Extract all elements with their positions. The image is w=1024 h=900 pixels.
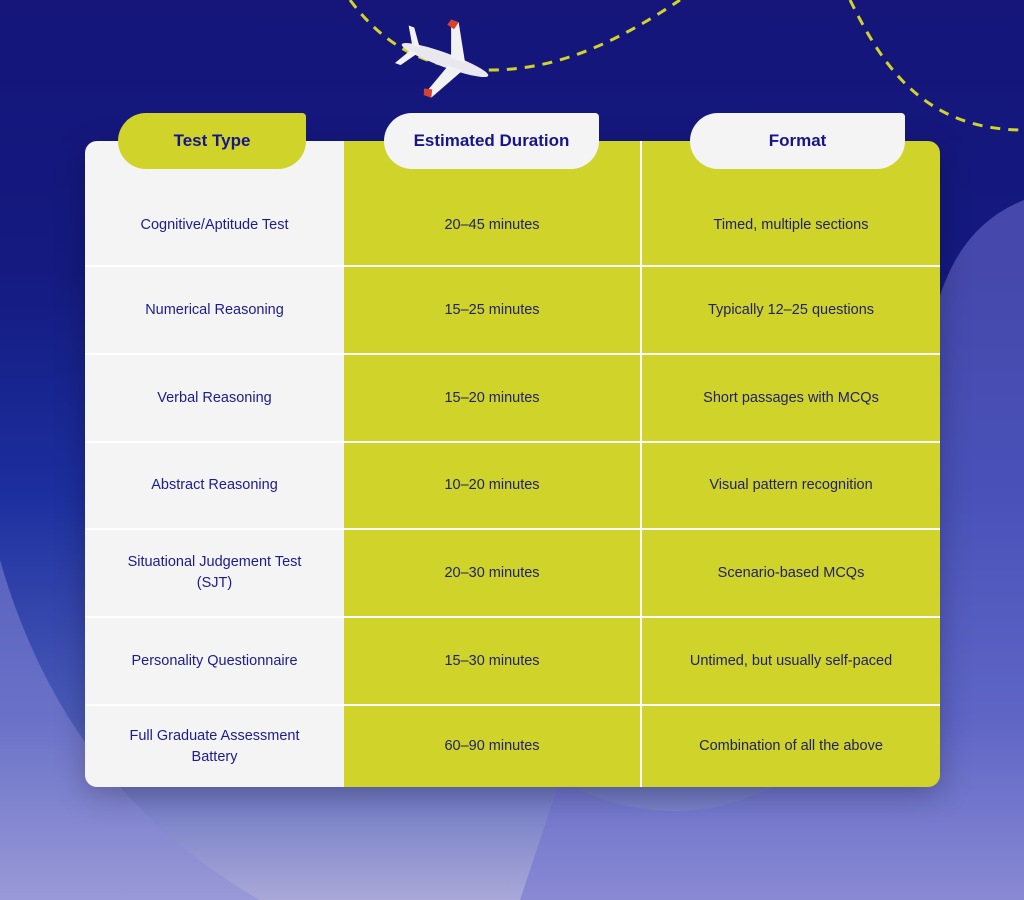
airplane-icon xyxy=(394,19,489,98)
column-format: Timed, multiple sections Typically 12–25… xyxy=(640,141,940,787)
table-cell: Abstract Reasoning xyxy=(85,443,344,530)
table-cell: 15–20 minutes xyxy=(344,355,640,443)
column-test-type: Cognitive/Aptitude Test Numerical Reason… xyxy=(85,141,344,787)
header-format: Format xyxy=(690,113,905,169)
table-cell: Scenario-based MCQs xyxy=(642,530,940,618)
table-cell: Short passages with MCQs xyxy=(642,355,940,443)
test-table: Cognitive/Aptitude Test Numerical Reason… xyxy=(85,141,940,787)
table-cell: Verbal Reasoning xyxy=(85,355,344,443)
flight-path-right xyxy=(848,0,1024,132)
table-cell: 15–30 minutes xyxy=(344,618,640,706)
flight-path xyxy=(348,0,681,72)
header-test-type: Test Type xyxy=(118,113,306,169)
table-cell: Combination of all the above xyxy=(699,738,883,754)
column-duration: 20–45 minutes 15–25 minutes 15–20 minute… xyxy=(344,141,640,787)
table-cell: 20–30 minutes xyxy=(344,530,640,618)
table-cell: Full Graduate Assessment Battery xyxy=(129,727,300,765)
table-cell: Situational Judgement Test (SJT) xyxy=(85,530,344,618)
table-cell: 10–20 minutes xyxy=(344,443,640,530)
table-cell: Cognitive/Aptitude Test xyxy=(85,141,344,267)
table-cell: Numerical Reasoning xyxy=(85,267,344,355)
wave-shape-left xyxy=(0,560,260,900)
table-cell: Timed, multiple sections xyxy=(642,141,940,267)
table-cell: Personality Questionnaire xyxy=(85,618,344,706)
table-cell: 15–25 minutes xyxy=(344,267,640,355)
table-cell: Visual pattern recognition xyxy=(642,443,940,530)
header-estimated-duration: Estimated Duration xyxy=(384,113,599,169)
table-cell: Typically 12–25 questions xyxy=(642,267,940,355)
table-cell: 60–90 minutes xyxy=(444,738,540,754)
table-cell: 20–45 minutes xyxy=(344,141,640,267)
table-cell: Untimed, but usually self-paced xyxy=(642,618,940,706)
